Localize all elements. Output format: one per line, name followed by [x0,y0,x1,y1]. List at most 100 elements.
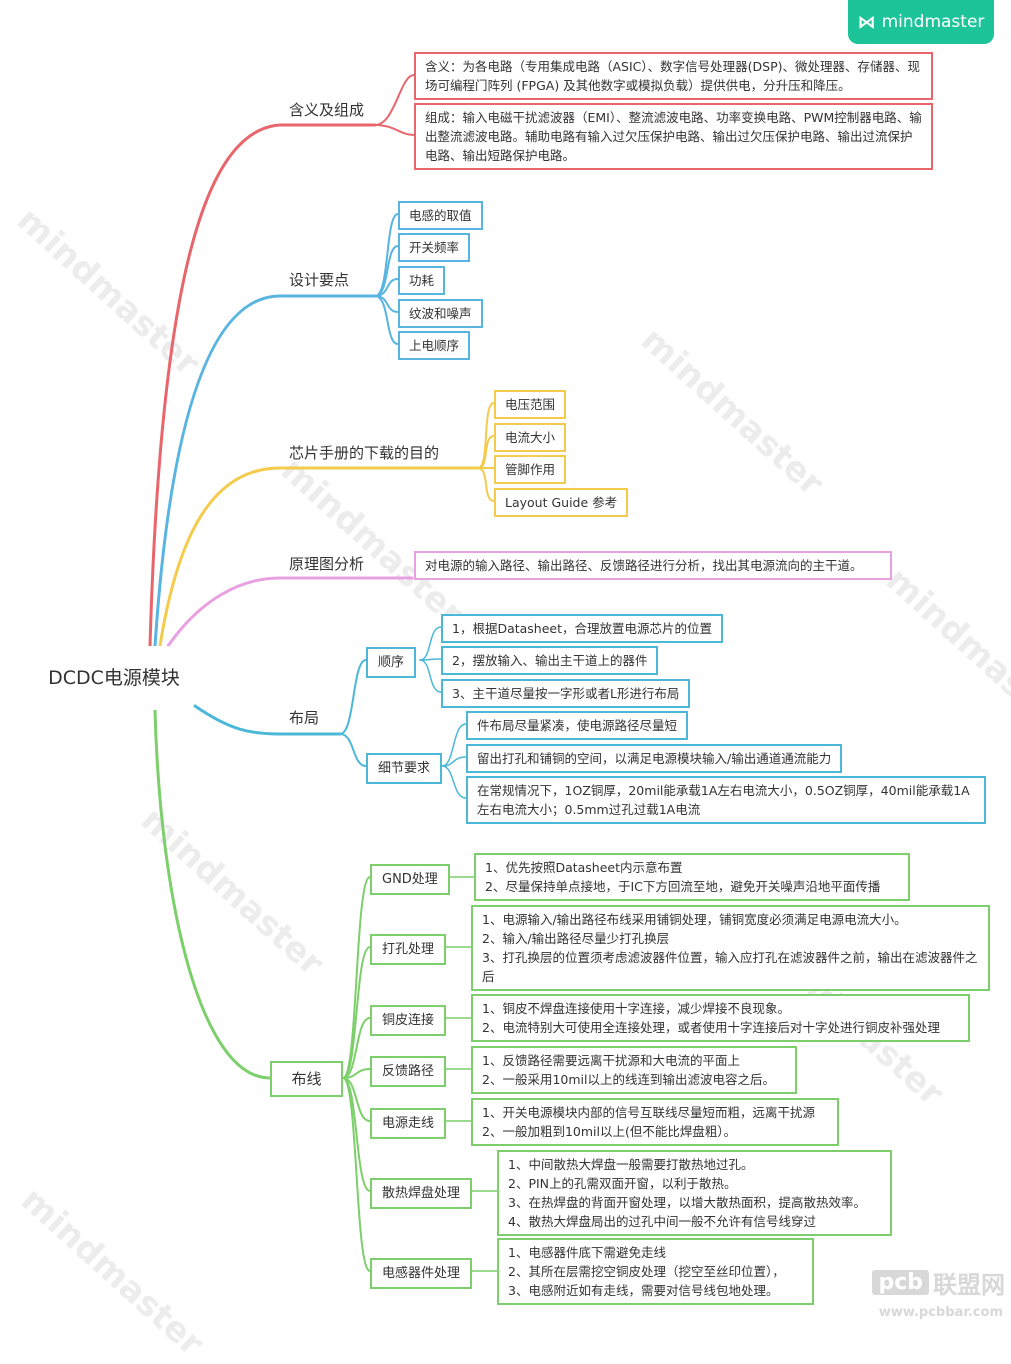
pcbbar-watermark: pcb 联盟网 [872,1265,1005,1300]
layout-detail-item[interactable]: 留出打孔和铺铜的空间，以满足电源模块输入/输出通道通流能力 [466,744,843,773]
layout-detail-item[interactable]: 件布局尽量紧凑，使电源路径尽量短 [466,711,689,740]
node-text: 开关频率 [409,240,460,255]
node-text: 电感的取值 [409,208,472,223]
detail-line: 2、尽量保持单点接地，于IC下方回流至地，避免开关噪声沿地平面传播 [485,879,881,894]
detail-line: 2、PIN上的孔需双面开窗，以利于散热。 [508,1176,737,1191]
pcbbar-badge: pcb [872,1270,929,1295]
detail-line: 1、优先按照Datasheet内示意布置 [485,860,683,875]
root-label: DCDC电源模块 [48,666,180,689]
meaning-definition[interactable]: 含义：为各电路（专用集成电路（ASIC）、数字信号处理器(DSP)、微处理器、存… [414,52,933,100]
detail-line: 2、输入/输出路径尽量少打孔换层 [482,931,670,946]
node-text: 留出打孔和铺铜的空间，以满足电源模块输入/输出通道通流能力 [477,751,832,766]
detail-line: 4、散热大焊盘局出的过孔中间一般不允许有信号线穿过 [508,1214,816,1229]
node-text: 含义：为各电路（专用集成电路（ASIC）、数字信号处理器(DSP)、微处理器、存… [425,59,921,93]
detail-line: 1、开关电源模块内部的信号互联线尽量短而粗，远离干扰源 [482,1105,815,1120]
branch-label: 原理图分析 [289,555,365,573]
root-node[interactable]: DCDC电源模块 [28,646,200,710]
detail-line: 1、反馈路径需要远离干扰源和大电流的平面上 [482,1053,740,1068]
group-label: 散热焊盘处理 [382,1186,461,1201]
routing-group-detail[interactable]: 1、开关电源模块内部的信号互联线尽量短而粗，远离干扰源 2、一般加粗到10mil… [471,1098,839,1146]
edge-root-datasheet [158,466,480,648]
detail-line: 1、铜皮不焊盘连接使用十字连接，减少焊接不良现象。 [482,1001,790,1016]
routing-group-label[interactable]: 电感器件处理 [370,1258,473,1289]
mindmap-edges [148,74,498,1272]
group-label: 细节要求 [378,761,431,776]
group-label: 电感器件处理 [382,1266,461,1281]
layout-detail-item[interactable]: 在常规情况下，1OZ铜厚，20mil能承载1A左右电流大小，0.5OZ铜厚，40… [466,776,986,824]
routing-group-label[interactable]: 打孔处理 [370,934,447,965]
routing-group-label[interactable]: 散热焊盘处理 [370,1178,473,1209]
group-label: 电源走线 [382,1116,435,1131]
routing-group-label[interactable]: 铜皮连接 [370,1005,447,1036]
branch-design[interactable]: 设计要点 [289,270,349,290]
branch-label: 芯片手册的下载的目的 [289,444,440,462]
layout-order-group[interactable]: 顺序 [366,647,417,678]
edge-root-routing [153,708,272,1080]
node-text: 1，根据Datasheet，合理放置电源芯片的位置 [452,621,713,636]
pcbbar-url: www.pcbbar.com [878,1305,1003,1320]
node-text: 组成：输入电磁干扰滤波器（EMI）、整流滤波电路、功率变换电路、PWM控制器电路… [425,110,922,163]
branch-layout[interactable]: 布局 [289,708,319,728]
mindmaster-logo-icon: ⋈ [857,11,876,33]
node-text: 电压范围 [505,397,556,412]
branch-datasheet[interactable]: 芯片手册的下载的目的 [289,443,439,463]
branch-meaning[interactable]: 含义及组成 [289,100,364,120]
design-item[interactable]: 电感的取值 [398,201,483,230]
node-text: 纹波和噪声 [409,306,472,321]
pcbbar-text: 联盟网 [933,1271,1005,1299]
node-text: 功耗 [409,273,435,288]
layout-detail-group[interactable]: 细节要求 [366,753,443,784]
detail-line: 2、电流特别大可使用全连接处理，或者使用十字连接后对十字处进行铜皮补强处理 [482,1020,940,1035]
routing-group-detail[interactable]: 1、中间散热大焊盘一般需要打散热地过孔。 2、PIN上的孔需双面开窗，以利于散热… [497,1150,892,1236]
detail-line: 1、电感器件底下需避免走线 [508,1245,666,1260]
edge-root-design [153,294,377,648]
datasheet-item[interactable]: 电压范围 [494,390,567,419]
detail-line: 3、打孔换层的位置须考虑滤波器件位置，输入应打孔在滤波器件之前，输出在滤波器件之… [482,950,978,984]
edge-root-schematic [166,576,414,648]
routing-group-detail[interactable]: 1、反馈路径需要远离干扰源和大电流的平面上 2、一般采用10mil以上的线连到输… [471,1046,797,1094]
edge-root-meaning [148,123,377,648]
detail-line: 1、电源输入/输出路径布线采用铺铜处理，铺铜宽度必须满足电源电流大小。 [482,912,907,927]
datasheet-item[interactable]: 管脚作用 [494,455,567,484]
node-text: 2，摆放输入、输出主干道上的器件 [452,653,648,668]
mindmaster-logo-text: mindmaster [881,12,985,32]
layout-order-item[interactable]: 1，根据Datasheet，合理放置电源芯片的位置 [441,614,724,643]
group-label: 反馈路径 [382,1064,435,1079]
layout-order-item[interactable]: 3、主干道尽量按一字形或者L形进行布局 [441,679,691,708]
detail-line: 1、中间散热大焊盘一般需要打散热地过孔。 [508,1157,754,1172]
node-text: 对电源的输入路径、输出路径、反馈路径进行分析，找出其电源流向的主干道。 [425,558,863,573]
branch-label: 设计要点 [289,271,350,289]
routing-group-detail[interactable]: 1、铜皮不焊盘连接使用十字连接，减少焊接不良现象。 2、电流特别大可使用全连接处… [471,994,970,1042]
node-text: Layout Guide 参考 [505,495,618,510]
design-item[interactable]: 开关频率 [398,233,471,262]
mindmaster-logo: ⋈ mindmaster [848,0,994,44]
routing-group-detail[interactable]: 1、优先按照Datasheet内示意布置 2、尽量保持单点接地，于IC下方回流至… [474,853,910,901]
schematic-item[interactable]: 对电源的输入路径、输出路径、反馈路径进行分析，找出其电源流向的主干道。 [414,551,892,580]
edge-root-layout [193,704,342,736]
datasheet-item[interactable]: Layout Guide 参考 [494,488,629,517]
branch-routing[interactable]: 布线 [270,1061,343,1097]
branch-schematic[interactable]: 原理图分析 [289,554,364,574]
meaning-composition[interactable]: 组成：输入电磁干扰滤波器（EMI）、整流滤波电路、功率变换电路、PWM控制器电路… [414,103,933,170]
group-label: 顺序 [378,655,405,670]
routing-group-detail[interactable]: 1、电源输入/输出路径布线采用铺铜处理，铺铜宽度必须满足电源电流大小。 2、输入… [471,905,990,991]
group-label: 铜皮连接 [382,1013,435,1028]
design-item[interactable]: 功耗 [398,266,446,295]
group-label: 打孔处理 [382,942,435,957]
design-item[interactable]: 上电顺序 [398,331,471,360]
detail-line: 2、一般采用10mil以上的线连到输出滤波电容之后。 [482,1072,775,1087]
detail-line: 2、其所在层需挖空铜皮处理（挖空至丝印位置）， [508,1264,785,1279]
branch-label: 布线 [291,1070,322,1088]
node-text: 电流大小 [505,430,556,445]
node-text: 管脚作用 [505,462,556,477]
datasheet-item[interactable]: 电流大小 [494,423,567,452]
routing-group-label[interactable]: 反馈路径 [370,1056,447,1087]
routing-group-detail[interactable]: 1、电感器件底下需避免走线 2、其所在层需挖空铜皮处理（挖空至丝印位置）， 3、… [497,1238,814,1305]
detail-line: 3、在热焊盘的背面开窗处理，以增大散热面积，提高散热效率。 [508,1195,866,1210]
layout-order-item[interactable]: 2，摆放输入、输出主干道上的器件 [441,646,659,675]
design-item[interactable]: 纹波和噪声 [398,299,483,328]
node-text: 上电顺序 [409,338,460,353]
group-label: GND处理 [382,872,438,887]
routing-group-label[interactable]: 电源走线 [370,1108,447,1139]
routing-group-label[interactable]: GND处理 [370,864,450,895]
